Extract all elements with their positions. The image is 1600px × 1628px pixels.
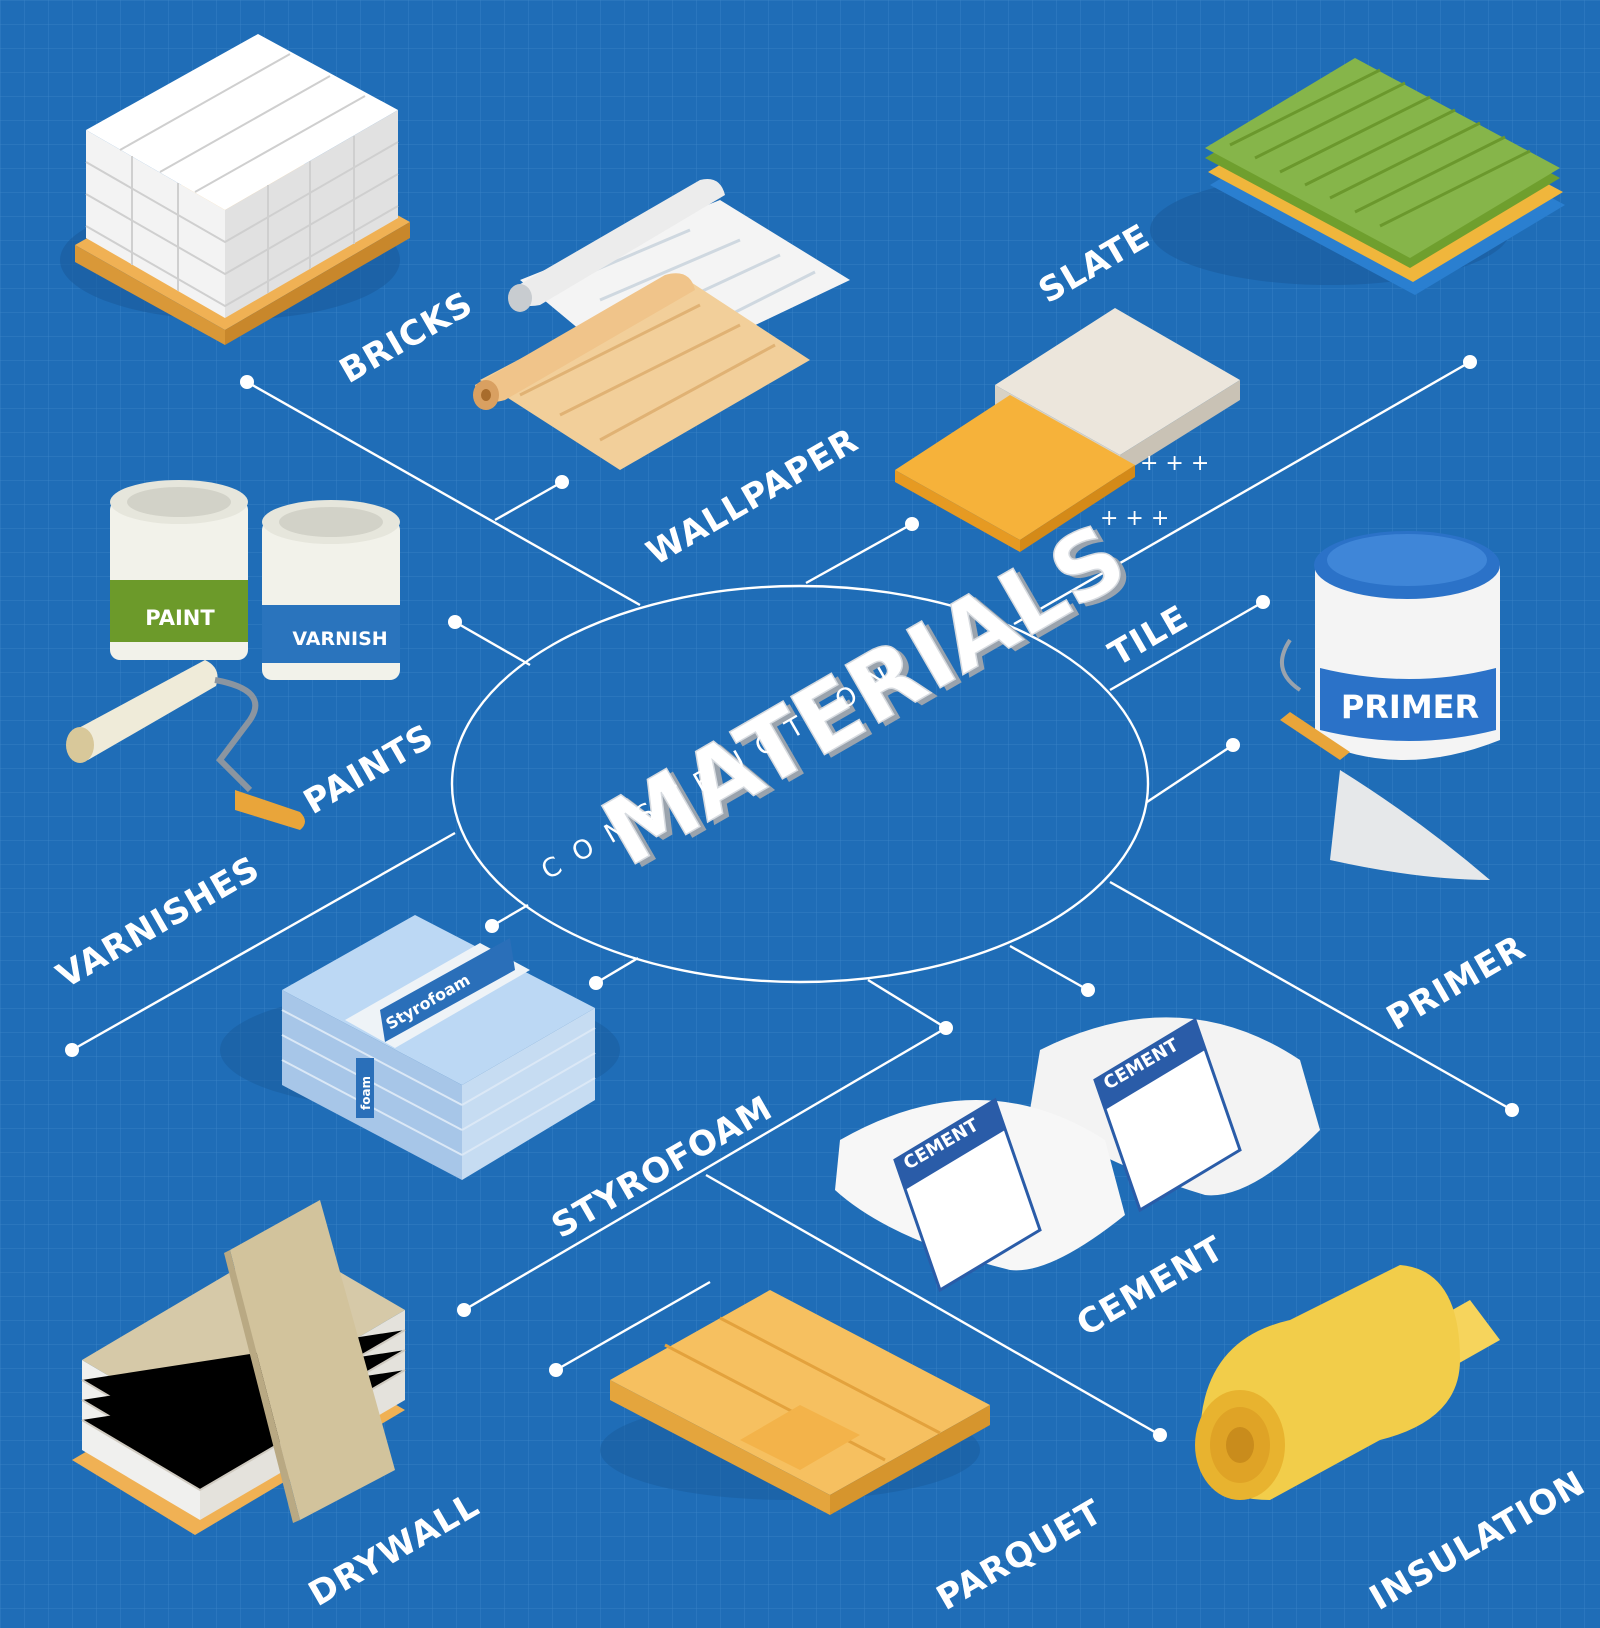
styrofoam-illustration: Styrofoam foam [220,915,620,1180]
connector-lines [71,360,1513,1437]
styrofoam-side-label: foam [359,1076,373,1110]
tile-illustration: + + + + + + [895,308,1240,552]
bricks-pallet-illustration [60,34,410,345]
wallpaper-rolls-illustration [473,179,850,470]
connector-primer-top [1109,600,1264,692]
connector-insulation [705,1173,1161,1437]
svg-text:+ + +: + + + [1140,451,1209,476]
paint-can-label: PAINT [145,606,215,630]
connector-varnishes [71,831,456,1052]
connector-dots [65,355,1519,1442]
primer-bucket-illustration: PRIMER [1280,531,1500,880]
drywall-illustration [72,1200,406,1535]
connector-styrofoam-b [595,956,639,985]
cement-bags-illustration: CEMENT CEMENT [835,1017,1320,1293]
varnish-can-label: VARNISH [292,628,387,650]
center-ellipse [450,584,1150,984]
connector-slate [1013,360,1471,626]
tile-spacers: + + + + + + [1100,451,1209,531]
paint-cans-illustration: PAINT VARNISH [66,480,400,830]
parquet-illustration [600,1290,990,1515]
connector-wallpaper [494,480,563,522]
connector-parquet [555,1280,711,1372]
primer-bucket-label: PRIMER [1341,688,1479,726]
slate-sheets-illustration [1150,58,1565,295]
connector-bricks [246,380,641,607]
connector-tile [805,522,913,585]
connector-primer [1109,880,1513,1112]
connector-cement-a [1009,944,1089,992]
svg-text:+ + +: + + + [1100,506,1169,531]
connector-primer-mid [1146,743,1234,804]
connector-paints [454,620,531,667]
insulation-illustration [1195,1265,1500,1500]
